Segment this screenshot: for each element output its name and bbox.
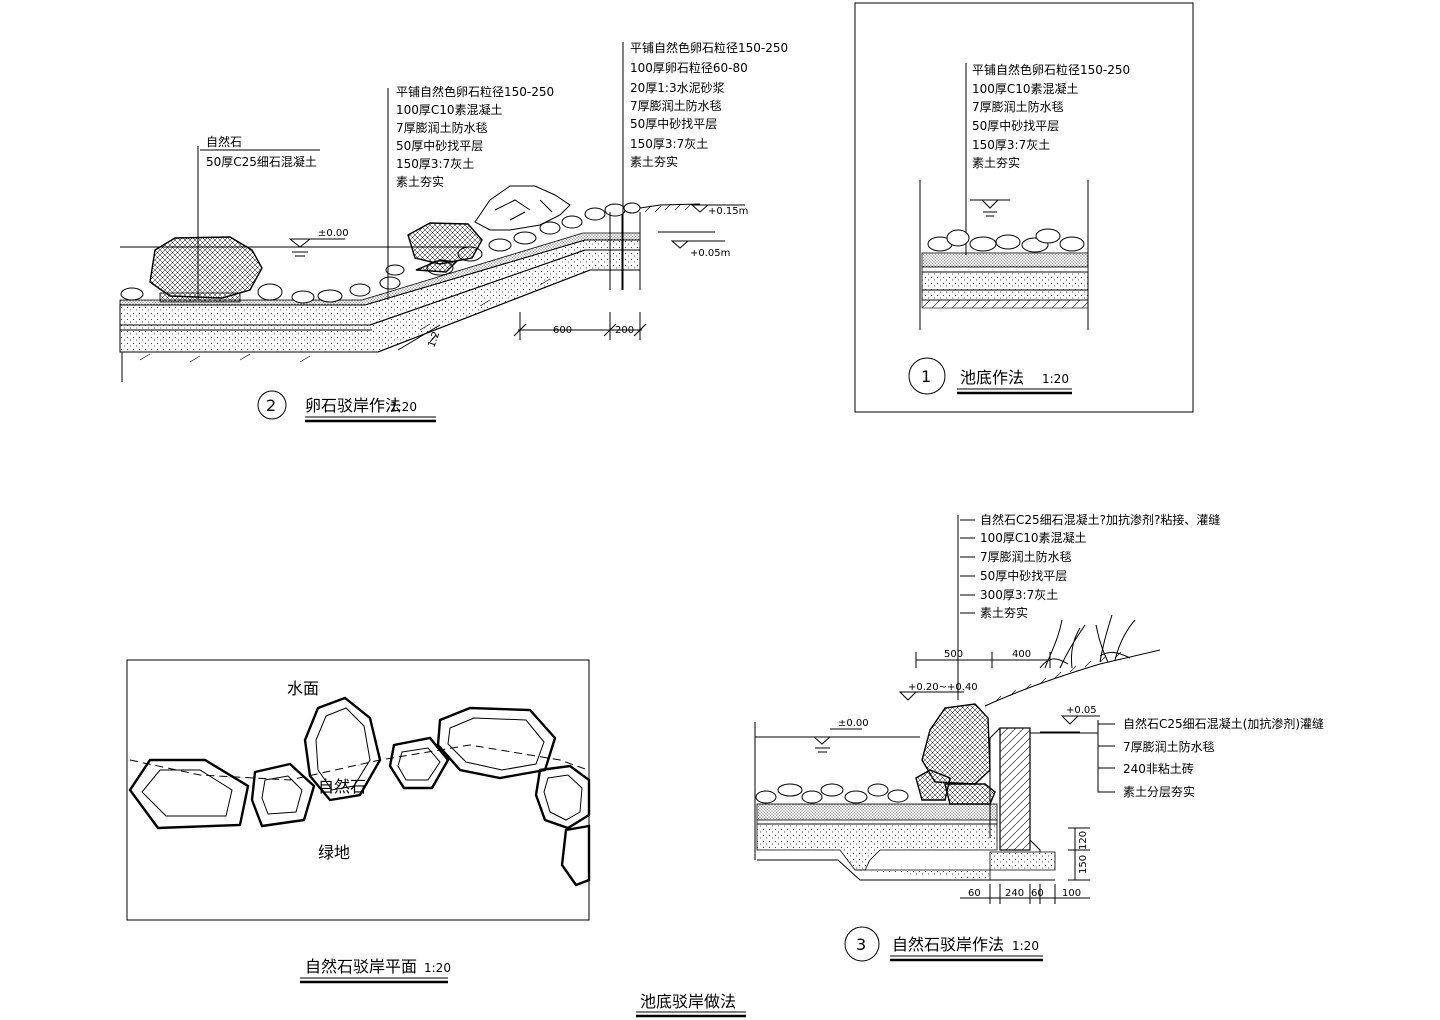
- d1-note-4: 150厚3:7灰土: [972, 138, 1050, 152]
- d2-right-note-2: 20厚1:3水泥砂浆: [630, 80, 725, 95]
- d3-top-note-5: 素土夯实: [980, 605, 1028, 620]
- d3-side-note-2: 240非粘土砖: [1123, 761, 1194, 776]
- plan-label-green: 绿地: [318, 843, 350, 862]
- d2-rock-note-1: 50厚C25细石混凝土: [206, 154, 317, 169]
- d2-mid-note-1: 100厚C10素混凝土: [396, 102, 503, 117]
- d2-right-note-3: 7厚膨润土防水毯: [630, 98, 722, 113]
- d1-number: 1: [921, 367, 931, 386]
- d3-top-note-4: 300厚3:7灰土: [980, 588, 1058, 602]
- d2-level-1: +0.15m: [708, 206, 748, 217]
- d2-mid-note-5: 素土夯实: [396, 174, 444, 189]
- d3-top-dim-0: 500: [944, 649, 963, 660]
- d3-top-note-0: 自然石C25细石混凝土?加抗渗剂?粘接、灌缝: [980, 512, 1220, 527]
- d2-dim-1: 200: [615, 325, 634, 336]
- d3-top-note-3: 50厚中砂找平层: [980, 568, 1067, 583]
- d3-number: 3: [856, 935, 866, 954]
- d3-top-note-2: 7厚膨润土防水毯: [980, 549, 1072, 564]
- detail-2-title: 2 卵石驳岸作法 1:20: [257, 390, 436, 423]
- plan-title: 自然石驳岸平面 1:20: [300, 957, 451, 984]
- d3-bottom-dim-0: 60: [968, 888, 981, 899]
- plan-label-stone: 自然石: [318, 777, 366, 796]
- plan-frame: [126, 659, 591, 921]
- d2-mid-note-0: 平铺自然色卵石粒径150-250: [396, 84, 554, 99]
- d2-right-note-5: 150厚3:7灰土: [630, 137, 708, 151]
- detail-1-notes: 平铺自然色卵石粒径150-250 100厚C10素混凝土 7厚膨润土防水毯 50…: [972, 62, 1130, 170]
- d3-scale: 1:20: [1012, 939, 1039, 953]
- d1-note-1: 100厚C10素混凝土: [972, 81, 1079, 96]
- d2-right-note-6: 素土夯实: [630, 154, 678, 169]
- d2-mid-note-2: 7厚膨润土防水毯: [396, 120, 488, 135]
- d2-dim-0: 600: [553, 325, 572, 336]
- plan-scale: 1:20: [424, 961, 451, 975]
- d2-mid-note-3: 50厚中砂找平层: [396, 138, 483, 153]
- d2-mid-note-4: 150厚3:7灰土: [396, 157, 474, 171]
- d3-bottom-dim-3: 100: [1062, 888, 1081, 899]
- d1-note-3: 50厚中砂找平层: [972, 118, 1059, 133]
- d1-note-5: 素土夯实: [972, 155, 1020, 170]
- d3-level-0: ±0.00: [838, 718, 869, 729]
- detail-1-frame: [854, 2, 1194, 413]
- d2-number: 2: [266, 396, 276, 415]
- d3-bottom-dim-1: 240: [1005, 888, 1024, 899]
- plan-labels: 水面 自然石 绿地: [287, 679, 366, 862]
- d3-bottom-dim-2: 60: [1031, 888, 1044, 899]
- d2-right-note-0: 平铺自然色卵石粒径150-250: [630, 40, 788, 55]
- d2-right-note-1: 100厚卵石粒径60-80: [630, 60, 748, 75]
- detail-3-section: [754, 515, 1161, 904]
- d2-level-2: +0.05m: [690, 248, 730, 259]
- d2-right-note-4: 50厚中砂找平层: [630, 116, 717, 131]
- d1-scale: 1:20: [1042, 372, 1069, 386]
- d3-side-dim-0: 120: [1078, 831, 1089, 850]
- sheet-title: 池底驳岸做法: [636, 992, 746, 1018]
- plan-label-water: 水面: [287, 679, 319, 698]
- d3-side-note-1: 7厚膨润土防水毯: [1123, 739, 1215, 754]
- detail-2-section: [119, 42, 745, 382]
- d2-title: 卵石驳岸作法: [305, 396, 401, 415]
- d2-slope: 1:2: [426, 330, 442, 349]
- detail-2-notes: 自然石 50厚C25细石混凝土 平铺自然色卵石粒径150-250 100厚C10…: [200, 40, 788, 349]
- detail-3-notes: 自然石C25细石混凝土?加抗渗剂?粘接、灌缝 100厚C10素混凝土 7厚膨润土…: [838, 512, 1324, 899]
- d3-top-dim-1: 400: [1012, 649, 1031, 660]
- detail-3-title: 3 自然石驳岸作法 1:20: [844, 926, 1043, 962]
- d3-level-1: +0.05: [1066, 705, 1097, 716]
- d3-title: 自然石驳岸作法: [892, 935, 1004, 954]
- d3-side-dim-1: 150: [1078, 855, 1089, 874]
- d1-title: 池底作法: [960, 368, 1024, 387]
- d3-top-note-1: 100厚C10素混凝土: [980, 530, 1087, 545]
- d3-level-range: +0.20~+0.40: [908, 682, 978, 693]
- plan-title-text: 自然石驳岸平面: [305, 957, 417, 976]
- d3-side-note-3: 素土分层夯实: [1123, 784, 1195, 799]
- d2-level-0: ±0.00: [318, 228, 349, 239]
- d1-note-0: 平铺自然色卵石粒径150-250: [972, 62, 1130, 77]
- d3-side-note-0: 自然石C25细石混凝土(加抗渗剂)灌缝: [1123, 716, 1324, 731]
- d2-rock-note-0: 自然石: [206, 134, 242, 149]
- d2-scale: 1:20: [390, 400, 417, 414]
- drawing-title: 池底驳岸做法: [640, 992, 736, 1011]
- d1-note-2: 7厚膨润土防水毯: [972, 99, 1064, 114]
- detail-1-title: 1 池底作法 1:20: [908, 357, 1072, 395]
